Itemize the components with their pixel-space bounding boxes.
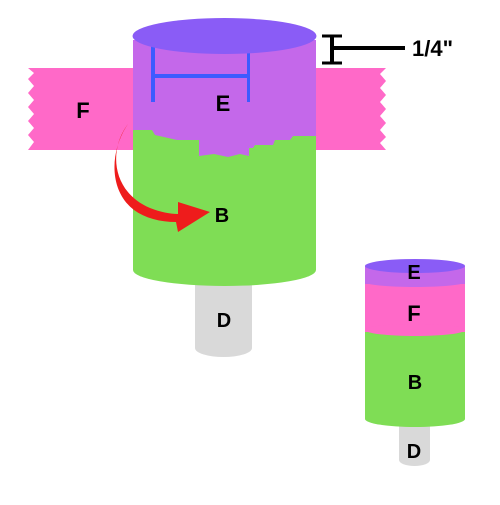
- tape-right-strip: [313, 68, 386, 150]
- exploded-stack: D B F E: [365, 259, 465, 466]
- dimension-label: 1/4": [412, 36, 453, 61]
- wrap-gap-blue-2: [247, 44, 250, 102]
- wrap-gap-blue-3: [155, 74, 247, 78]
- stack-top-label: E: [407, 262, 420, 284]
- stack-stem-bottom: [399, 454, 430, 466]
- stack-middle-layer: [365, 282, 465, 332]
- main-assembly: D F E B 1/4": [28, 18, 453, 357]
- tape-left-label: F: [76, 98, 89, 123]
- main-stem-bottom: [195, 339, 252, 357]
- wrap-layer: [133, 40, 316, 157]
- main-body: [133, 125, 316, 286]
- stack-stem-label: D: [407, 441, 421, 463]
- wrap-gap-blue-1: [151, 44, 155, 102]
- stack-middle-label: F: [407, 301, 420, 326]
- tape-left-strip: [28, 68, 133, 150]
- main-top-label: E: [216, 91, 231, 116]
- main-top-cap: [132, 18, 317, 54]
- stack-middle-bottom: [365, 324, 465, 336]
- dimension-marker: 1/4": [322, 34, 453, 65]
- main-stem: [195, 278, 252, 348]
- main-stem-label: D: [217, 310, 231, 332]
- curved-arrow: [114, 124, 210, 232]
- stack-top-layer-bottom: [365, 277, 465, 287]
- stack-top-cap: [365, 259, 465, 273]
- main-body-label: B: [215, 205, 229, 227]
- stack-body-label: B: [408, 372, 422, 394]
- stack-body: [365, 330, 465, 427]
